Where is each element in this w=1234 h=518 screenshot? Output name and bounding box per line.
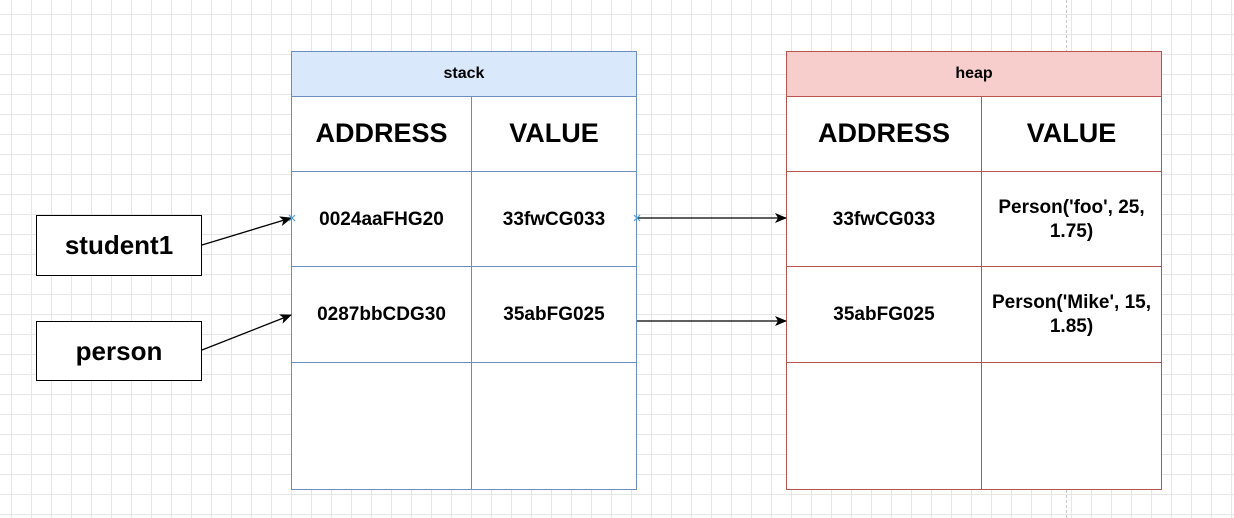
stack-table[interactable]: stack ADDRESS VALUE 0024aaFHG20 33fwCG03… <box>291 51 637 490</box>
heap-title: heap <box>955 65 993 82</box>
stack-title: stack <box>443 65 485 82</box>
stack-address-header: ADDRESS <box>315 118 448 149</box>
heap-value-cell: Person('foo', 25, 1.75) <box>998 196 1145 242</box>
heap-address-cell: 35abFG025 <box>833 304 935 326</box>
stack-value-cell: 33fwCG033 <box>502 208 606 230</box>
variable-person[interactable]: person <box>36 321 202 381</box>
stack-header: stack <box>292 52 636 97</box>
connection-point-marker <box>288 214 296 222</box>
stack-column-divider <box>471 97 472 489</box>
connection-point-marker <box>633 214 641 222</box>
heap-header: heap <box>787 52 1161 97</box>
heap-row-divider <box>787 362 1161 363</box>
variable-student1-label: student1 <box>64 230 174 260</box>
heap-row-divider <box>787 171 1161 172</box>
stack-address-cell: 0024aaFHG20 <box>319 208 444 230</box>
stack-row-divider <box>292 171 636 172</box>
heap-column-divider <box>981 97 982 489</box>
stack-value-header: VALUE <box>509 118 599 149</box>
stack-address-cell: 0287bbCDG30 <box>317 304 446 326</box>
heap-value-header: VALUE <box>1026 118 1117 149</box>
arrow-person-to-stack <box>201 314 292 351</box>
arrow-student1-to-stack <box>201 216 292 246</box>
variable-student1[interactable]: student1 <box>36 215 202 276</box>
variable-person-label: person <box>75 335 163 366</box>
stack-row-divider <box>292 266 636 267</box>
heap-table[interactable]: heap ADDRESS VALUE 33fwCG033 Person('foo… <box>786 51 1162 490</box>
stack-row-divider <box>292 362 636 363</box>
heap-address-header: ADDRESS <box>817 118 951 149</box>
heap-value-cell: Person('Mike', 15, 1.85) <box>992 292 1151 337</box>
stack-value-cell: 35abFG025 <box>503 304 605 326</box>
heap-address-cell: 33fwCG033 <box>832 208 936 230</box>
heap-row-divider <box>787 266 1161 267</box>
